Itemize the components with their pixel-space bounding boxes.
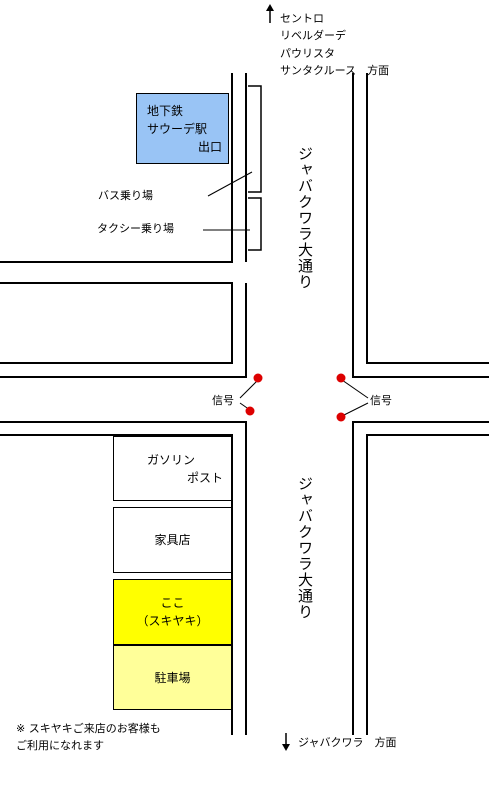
road-edge xyxy=(0,283,247,378)
gas-station-line2: ポスト xyxy=(187,471,224,485)
restaurant-here: ここ （スキヤキ） xyxy=(113,579,232,645)
north-direction-line1: セントロ xyxy=(280,12,324,25)
bus-pointer-line xyxy=(207,171,253,197)
subway-exit-line2: サウーデ駅 xyxy=(147,121,208,136)
subway-exit-line3: 出口 xyxy=(197,139,222,154)
taxi-bay xyxy=(248,197,262,251)
parking-lot: 駐車場 xyxy=(113,645,232,710)
traffic-signals xyxy=(245,373,346,422)
restaurant-line2: （スキヤキ） xyxy=(136,614,209,628)
road-edge xyxy=(0,73,233,263)
north-direction-line2: リベルダーデ xyxy=(280,29,346,42)
furniture-store: 家具店 xyxy=(113,507,232,573)
road-edge xyxy=(352,73,489,378)
road-edge xyxy=(0,434,233,735)
subway-exit-line1: 地下鉄 xyxy=(147,103,184,118)
signal-right-pointer xyxy=(341,379,369,399)
up-arrow-icon xyxy=(266,4,274,23)
bus-bay xyxy=(248,85,262,193)
south-direction-label: ジャバクワラ 方面 xyxy=(298,736,397,749)
furniture-store-label: 家具店 xyxy=(154,533,191,547)
road-edge xyxy=(352,421,489,735)
road-edge xyxy=(0,421,247,735)
signal-right-pointer2 xyxy=(341,402,369,417)
note-line2: ご利用になれます xyxy=(16,739,104,752)
taxi-stand-label: タクシー乗り場 xyxy=(97,222,174,235)
signal-label-right: 信号 xyxy=(370,394,392,407)
down-arrow-icon xyxy=(282,733,290,751)
road-edge xyxy=(366,73,489,364)
parking-label: 駐車場 xyxy=(154,670,191,685)
north-direction-line4: サンタクルース 方面 xyxy=(280,64,390,77)
road-edge xyxy=(0,282,233,364)
signal-icon xyxy=(245,406,255,416)
subway-exit: 地下鉄 サウーデ駅 出口 xyxy=(136,93,229,164)
signal-icon xyxy=(336,373,346,383)
signal-icon xyxy=(336,412,346,422)
north-direction-line3: パウリスタ xyxy=(280,47,335,60)
signal-label-left: 信号 xyxy=(212,394,234,407)
bus-stop-label: バス乗り場 xyxy=(98,189,153,202)
note-line1: ※ スキヤキご来店のお客様も xyxy=(16,722,161,735)
restaurant-line1: ここ xyxy=(160,596,185,610)
gas-station: ガソリン ポスト xyxy=(113,436,232,501)
signal-icon xyxy=(253,373,263,383)
road-edge xyxy=(366,434,489,735)
avenue-name-south: ジャバクワラ大通り xyxy=(296,476,314,620)
gas-station-line1: ガソリン xyxy=(147,453,196,467)
avenue-name-north: ジャバクワラ大通り xyxy=(296,146,314,290)
signal-left-pointer xyxy=(239,379,259,399)
